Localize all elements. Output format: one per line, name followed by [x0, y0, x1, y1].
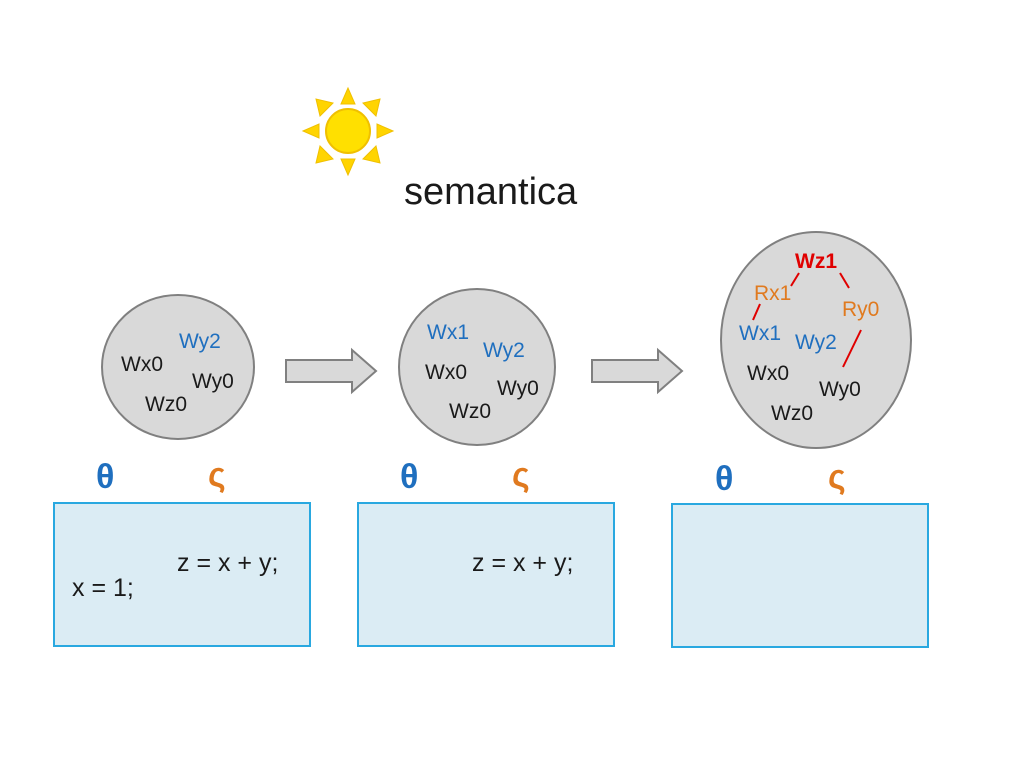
theta-symbol: θ [715, 460, 733, 498]
event-label: Wx0 [121, 353, 163, 376]
sigma-symbol: ς [512, 456, 530, 494]
program-box-3 [671, 503, 929, 648]
edge-wz1-rx1 [790, 272, 800, 287]
event-label: Wy0 [497, 377, 539, 400]
program-statement: x = 1; [72, 574, 134, 602]
event-label: Wz0 [771, 402, 813, 425]
event-label: Wx1 [427, 321, 469, 344]
transition-arrow-1 [285, 347, 378, 395]
event-label: Wx1 [739, 322, 781, 345]
transition-arrow-2 [591, 347, 684, 395]
event-label: Wy0 [819, 378, 861, 401]
event-label: Rx1 [754, 282, 791, 305]
theta-symbol: θ [400, 458, 418, 496]
event-label: Wz0 [145, 393, 187, 416]
event-label: Wz0 [449, 400, 491, 423]
program-box-1: x = 1; z = x + y; [53, 502, 311, 647]
program-statement: z = x + y; [177, 549, 278, 577]
edge-ry0-wy0 [842, 329, 862, 368]
event-label: Wy0 [192, 370, 234, 393]
sigma-symbol: ς [208, 456, 226, 494]
event-label: Wy2 [795, 331, 837, 354]
program-box-2: z = x + y; [357, 502, 615, 647]
sigma-symbol: ς [828, 458, 846, 496]
edge-rx1-wx1 [752, 303, 761, 321]
state-circle-1: Wx0 Wy2 Wy0 Wz0 [101, 294, 255, 440]
edge-wz1-ry0 [839, 272, 850, 289]
sun-icon [301, 86, 395, 177]
state-circle-3: Wz1 Rx1 Ry0 Wx1 Wy2 Wx0 Wy0 Wz0 [720, 231, 912, 449]
state-circle-2: Wx1 Wy2 Wx0 Wy0 Wz0 [398, 288, 556, 446]
event-label: Ry0 [842, 298, 879, 321]
event-label: Wy2 [179, 330, 221, 353]
program-statement: z = x + y; [472, 549, 573, 577]
event-label: Wx0 [747, 362, 789, 385]
event-label: Wx0 [425, 361, 467, 384]
diagram-title: semantica [404, 171, 578, 213]
theta-symbol: θ [96, 458, 114, 496]
event-label: Wy2 [483, 339, 525, 362]
event-label: Wz1 [795, 250, 837, 273]
